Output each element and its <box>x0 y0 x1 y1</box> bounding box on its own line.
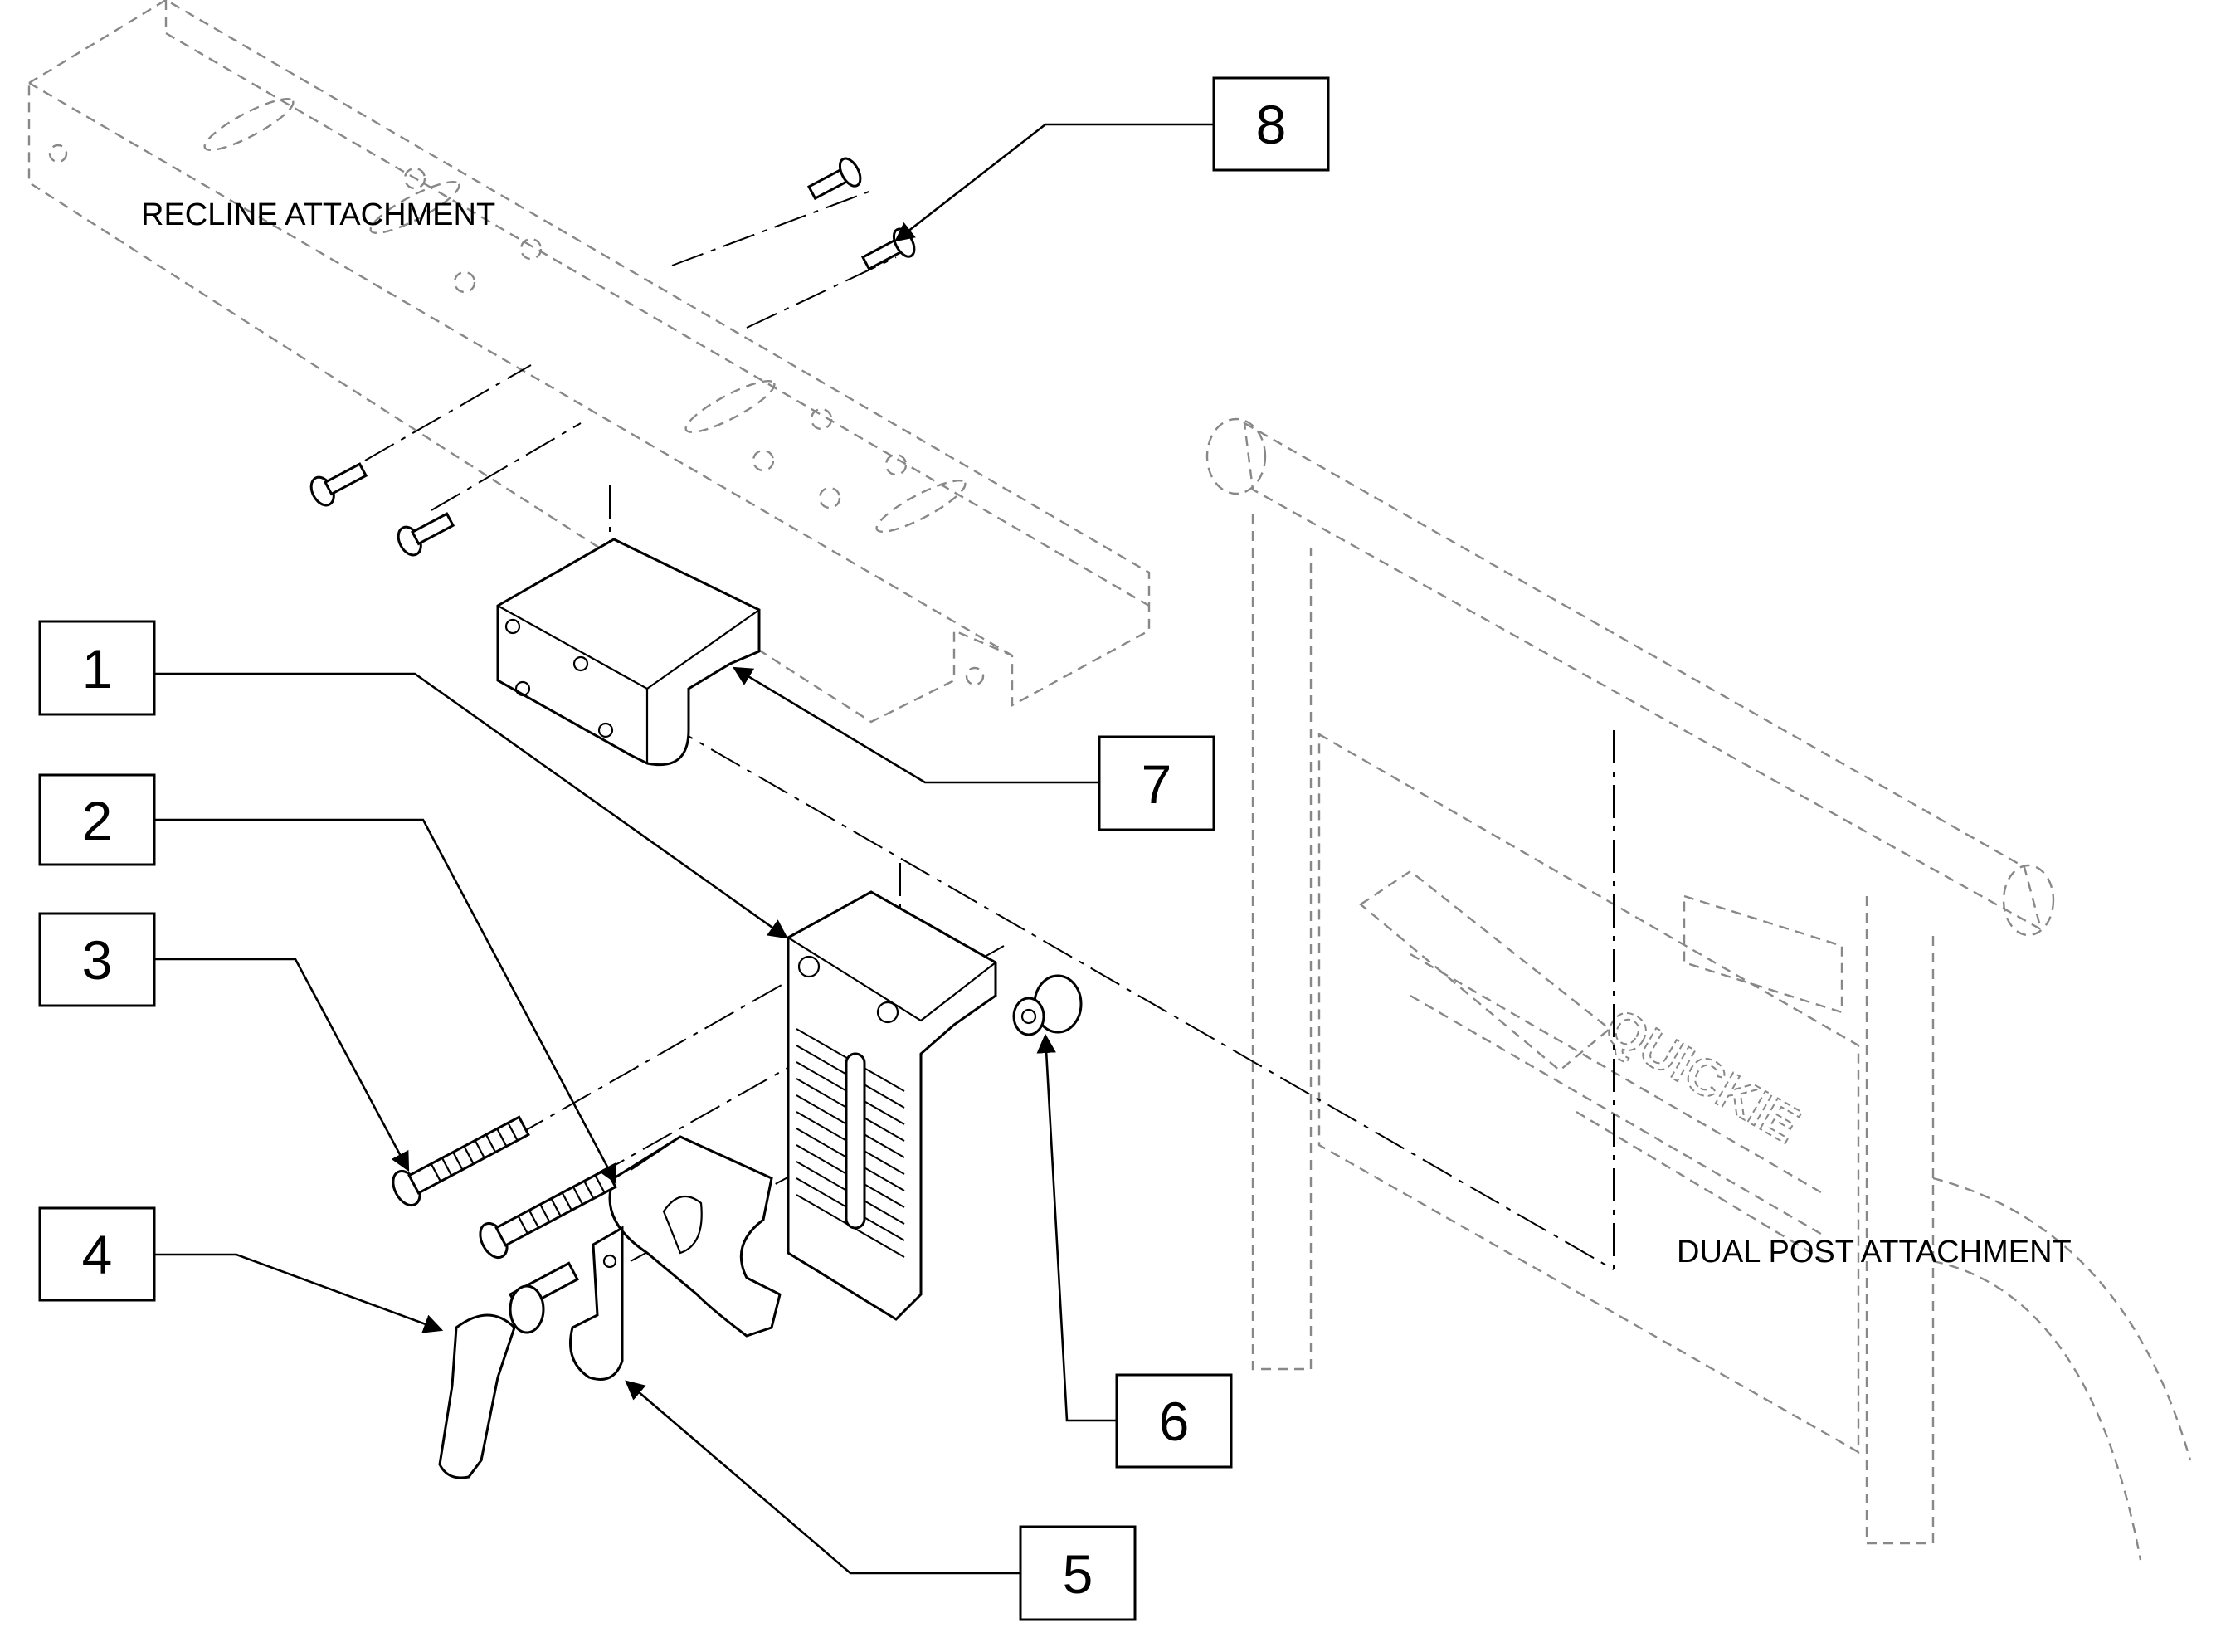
callout-5: 5 <box>1019 1525 1137 1621</box>
dual-post-attachment-frame: QUICKIE <box>1205 417 2192 1561</box>
part-8-screws <box>309 157 916 557</box>
callout-number: 8 <box>1256 94 1287 155</box>
callout-number: 6 <box>1159 1391 1190 1452</box>
callout-number: 5 <box>1063 1543 1093 1605</box>
part-6-nut <box>1012 974 1083 1036</box>
quickie-logo-lettering: QUICKIE <box>1595 997 1809 1154</box>
part-2-clamp <box>608 1135 782 1338</box>
recline-attachment-frame <box>27 0 1151 724</box>
part-4-clamping-lever <box>438 1261 579 1479</box>
callout-leaders <box>154 123 1214 1575</box>
callout-2: 2 <box>38 773 156 866</box>
callout-number: 4 <box>82 1224 113 1285</box>
callout-8: 8 <box>1212 76 1330 172</box>
callout-number: 7 <box>1142 753 1172 815</box>
part-1-serrated-bracket <box>787 890 997 1321</box>
callout-6: 6 <box>1115 1373 1233 1469</box>
part-7-adapter-block <box>496 538 761 767</box>
callout-3: 3 <box>38 912 156 1007</box>
callout-4: 4 <box>38 1206 156 1302</box>
dual-post-attachment-label: DUAL POST ATTACHMENT <box>1677 1235 2072 1269</box>
callout-number: 2 <box>82 790 113 851</box>
callout-number: 3 <box>82 929 113 991</box>
callout-7: 7 <box>1098 735 1215 831</box>
callout-number: 1 <box>82 638 113 699</box>
assembly-center-lines <box>364 190 1615 1270</box>
recline-attachment-label: RECLINE ATTACHMENT <box>141 197 495 232</box>
part-3-cap-screws <box>392 1115 617 1260</box>
callout-1: 1 <box>38 620 156 716</box>
part-5-clip <box>569 1226 624 1381</box>
